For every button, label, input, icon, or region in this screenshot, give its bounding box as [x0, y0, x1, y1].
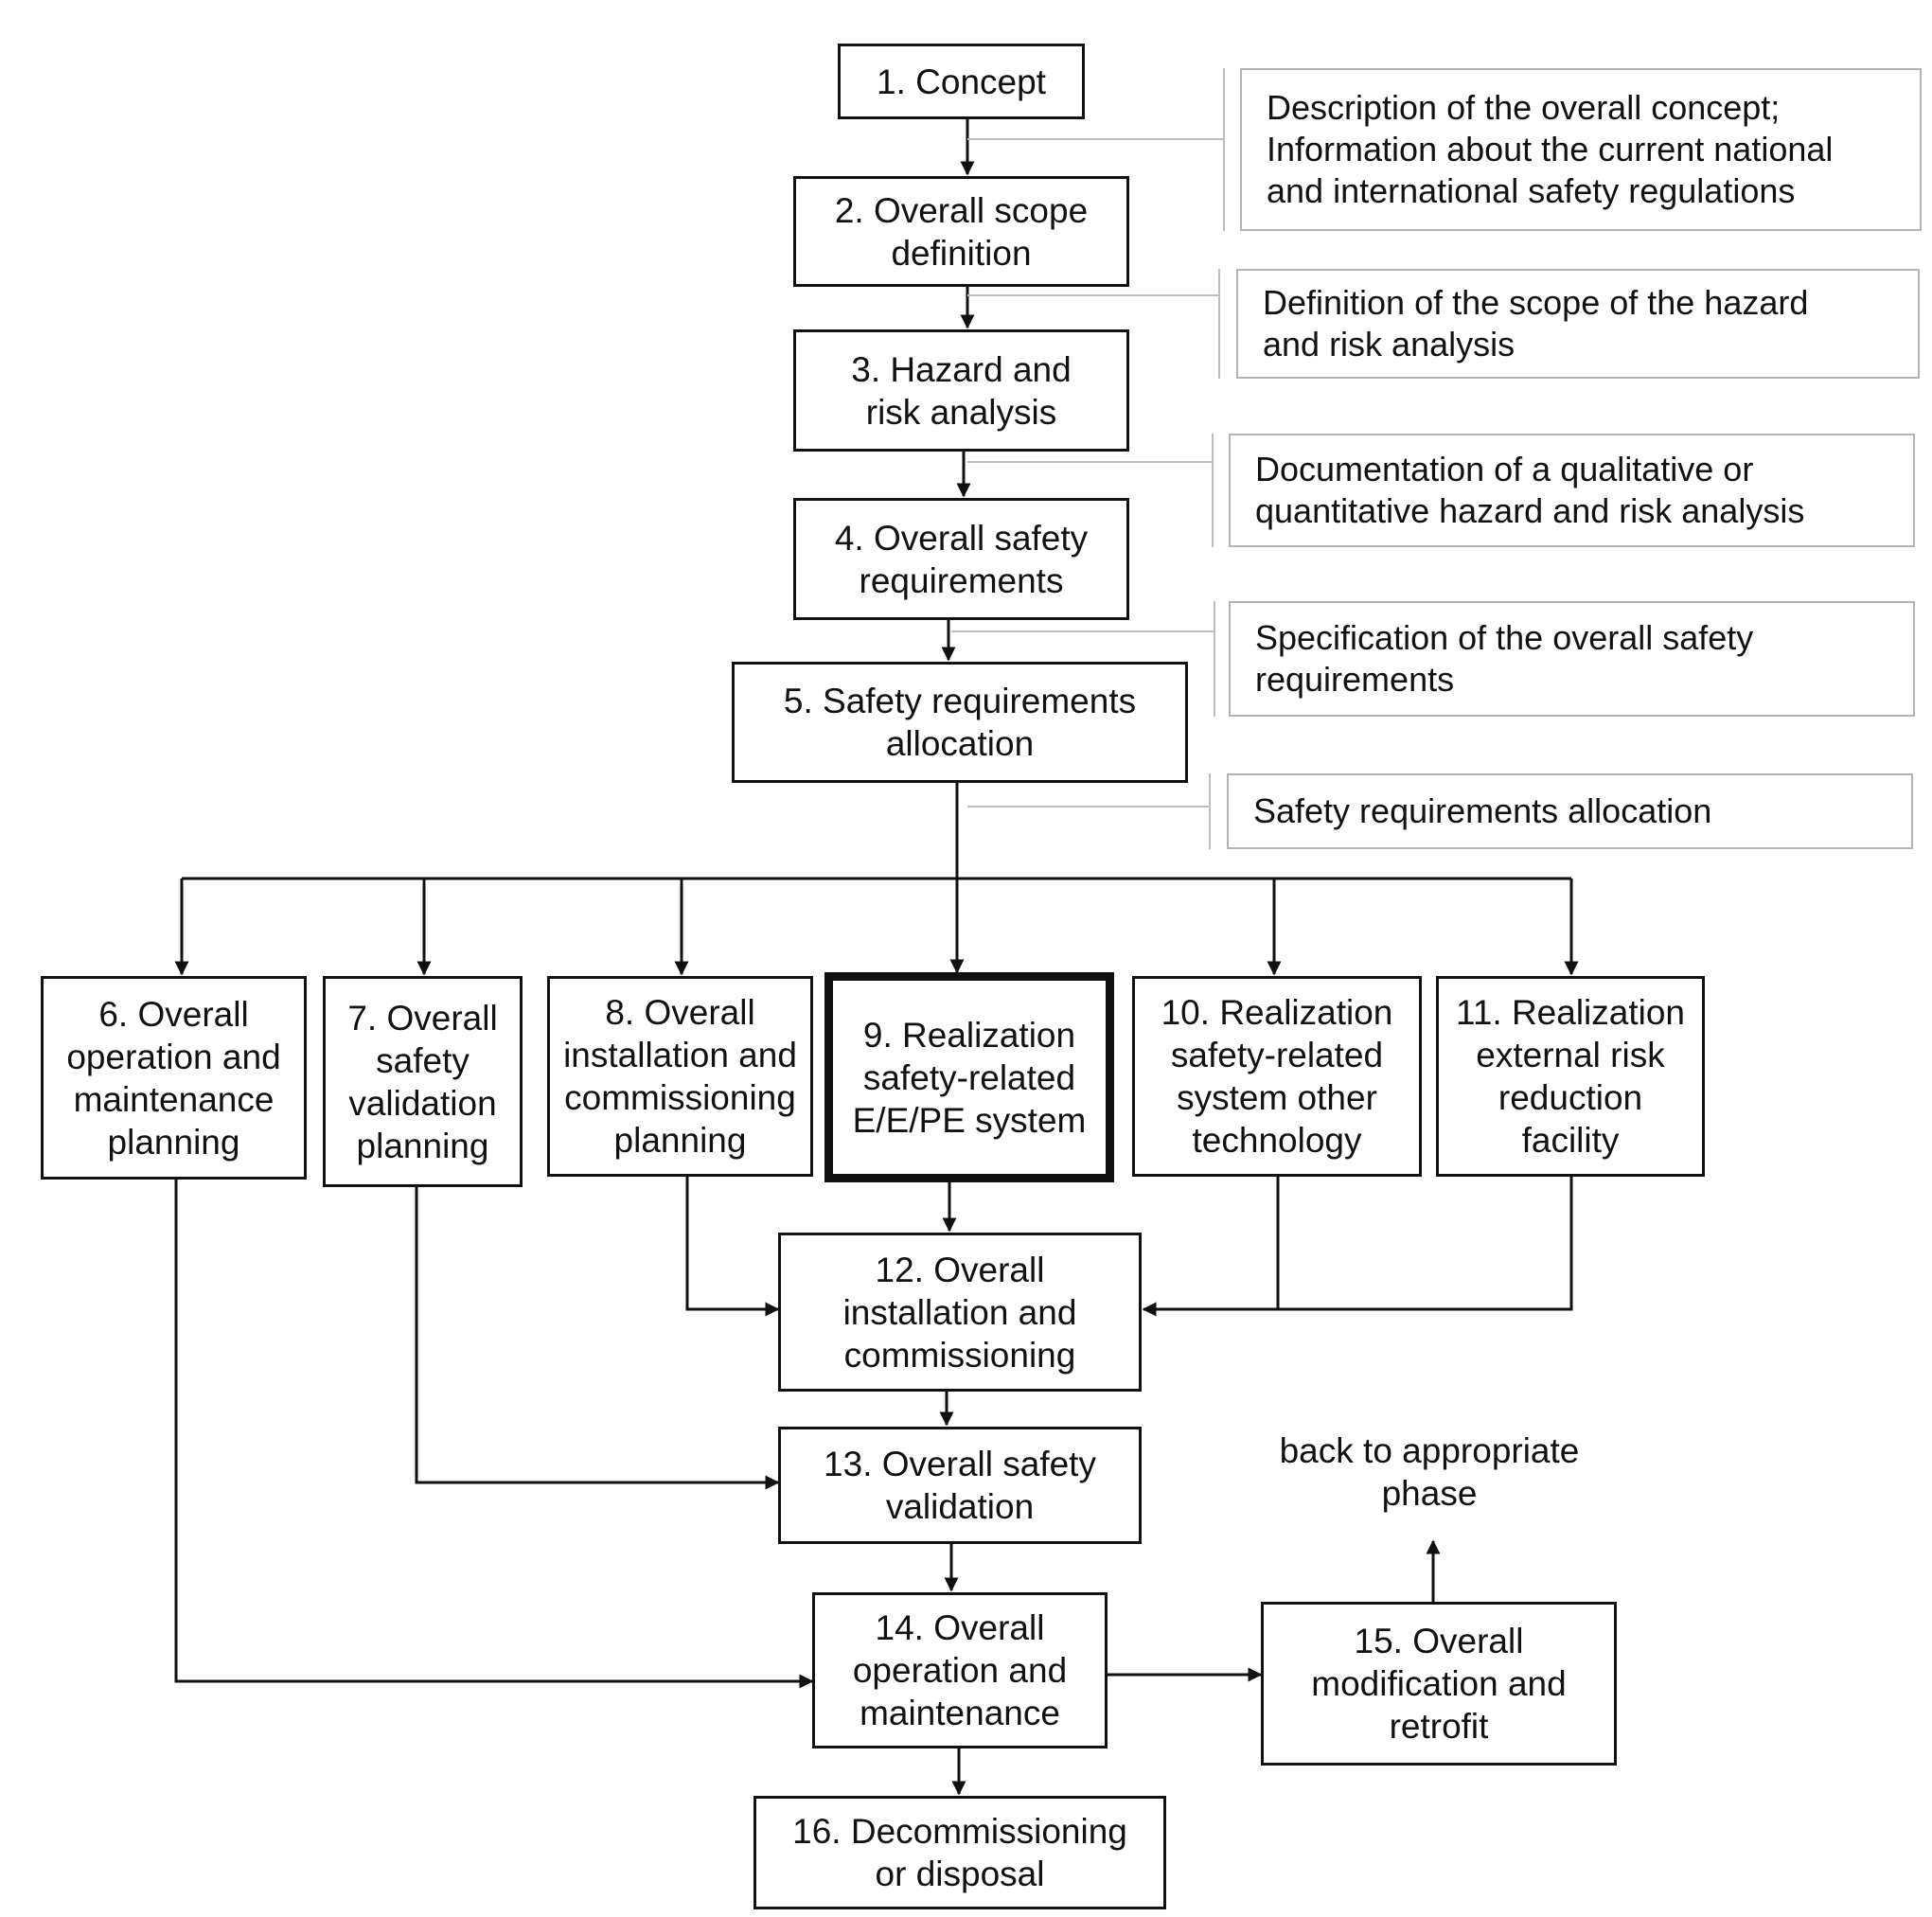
step-13-overall-safety-validation: 13. Overall safety validation — [778, 1427, 1142, 1544]
step-13-overall-safety-validation-line-2: validation — [885, 1487, 1035, 1526]
note-concept-description-line-1: Description of the overall concept; — [1267, 88, 1781, 127]
step-14-operation-and-maintenance-line-3: maintenance — [860, 1694, 1060, 1732]
step-14-operation-and-maintenance-line-2: operation and — [852, 1651, 1068, 1690]
step-11-realization-external-risk-reduction: 11. Realization external risk reduction fac… — [1436, 976, 1705, 1177]
step-15-modification-and-retrofit-line-1: 15. Overall — [1354, 1622, 1524, 1660]
step-16-decommissioning-or-disposal: 16. Decommissioning or disposal — [753, 1796, 1166, 1909]
step-8-installation-commissioning-planning-line-2: installation and — [563, 1036, 797, 1074]
step-6-operation-maintenance-planning-line-2: operation and — [66, 1037, 281, 1076]
step-14-operation-and-maintenance-line-1: 14. Overall — [875, 1608, 1045, 1647]
note-safety-requirements-specification-line-1: Specification of the overall safety — [1255, 618, 1754, 657]
step-9-realization-ee-pe-system-line-1: 9. Realization — [862, 1015, 1076, 1055]
step-7-safety-validation-planning-line-2: safety — [376, 1040, 470, 1080]
step-10-realization-other-technology: 10. Realization safety-related system othe… — [1132, 976, 1422, 1177]
step-15-modification-and-retrofit: 15. Overall modification and retrofit — [1261, 1602, 1617, 1766]
note-bracket-5 — [1209, 773, 1211, 849]
back-to-appropriate-phase-label-line-2: phase — [1381, 1474, 1478, 1513]
note-bracket-2 — [1218, 269, 1220, 379]
step-12-installation-and-commissioning-line-3: commissioning — [843, 1335, 1076, 1375]
step-15-modification-and-retrofit-line-3: retrofit — [1389, 1707, 1489, 1746]
note-hazard-scope-definition-line-1: Definition of the scope of the hazard — [1263, 283, 1809, 322]
step-1-concept-line-1: 1. Concept — [877, 62, 1046, 101]
step-10-realization-other-technology-line-1: 10. Realization — [1161, 993, 1393, 1032]
line-11-to-12 — [1278, 1177, 1573, 1311]
arrow-8-to-12 — [685, 1177, 780, 1317]
note-concept-description-line-2: Information about the current national — [1267, 130, 1834, 169]
step-6-operation-maintenance-planning-line-1: 6. Overall — [98, 994, 249, 1034]
note-bracket-3 — [1212, 434, 1214, 547]
step-7-safety-validation-planning-line-4: planning — [356, 1126, 489, 1165]
step-2-overall-scope-definition-line-1: 2. Overall scope — [834, 190, 1089, 230]
step-9-realization-ee-pe-system-line-3: E/E/PE system — [852, 1100, 1087, 1140]
step-7-safety-validation-planning-line-3: validation — [348, 1083, 497, 1123]
note-bracket-1 — [1223, 68, 1225, 231]
step-16-decommissioning-or-disposal-line-2: or disposal — [875, 1855, 1045, 1893]
step-10-realization-other-technology-line-2: safety-related — [1170, 1036, 1384, 1074]
note-hazard-scope-definition-line-2: and risk analysis — [1263, 325, 1515, 364]
step-5-safety-requirements-allocation-line-2: allocation — [885, 724, 1035, 763]
step-12-installation-and-commissioning-line-1: 12. Overall — [875, 1250, 1045, 1289]
note-bracket-4 — [1214, 601, 1215, 717]
step-4-overall-safety-requirements-line-2: requirements — [859, 560, 1064, 600]
back-to-appropriate-phase-label-line-1: back to appropriate — [1279, 1431, 1580, 1470]
note-safety-requirements-allocation: Safety requirements allocation — [1227, 773, 1913, 849]
step-11-realization-external-risk-reduction-line-1: 11. Realization — [1455, 993, 1686, 1032]
step-2-overall-scope-definition-line-2: definition — [891, 233, 1032, 273]
step-16-decommissioning-or-disposal-line-1: 16. Decommissioning — [792, 1812, 1127, 1851]
arrow-6-to-14 — [174, 1180, 814, 1689]
step-14-operation-and-maintenance: 14. Overall operation and maintenance — [812, 1592, 1108, 1748]
step-13-overall-safety-validation-line-1: 13. Overall safety — [824, 1445, 1096, 1483]
note-concept-description: Description of the overall concept;Infor… — [1240, 68, 1922, 231]
step-11-realization-external-risk-reduction-line-4: facility — [1521, 1121, 1620, 1160]
back-to-appropriate-phase-label: back to appropriate phase — [1231, 1429, 1628, 1515]
note-hazard-risk-documentation-line-1: Documentation of a qualitative or — [1255, 450, 1754, 488]
step-4-overall-safety-requirements-line-1: 4. Overall safety — [834, 518, 1089, 558]
step-15-modification-and-retrofit-line-2: modification and — [1311, 1664, 1567, 1703]
step-8-installation-commissioning-planning-line-3: commissioning — [564, 1078, 796, 1117]
arrow-7-to-13 — [415, 1187, 780, 1490]
note-concept-description-line-3: and international safety regulations — [1267, 171, 1796, 210]
step-9-realization-ee-pe-system-line-2: safety-related — [862, 1057, 1076, 1097]
step-8-installation-commissioning-planning: 8. Overall installation and commissioning p… — [547, 976, 813, 1177]
step-6-operation-maintenance-planning-line-3: maintenance — [73, 1079, 275, 1119]
note-hazard-risk-documentation-line-2: quantitative hazard and risk analysis — [1255, 491, 1805, 530]
step-7-safety-validation-planning-line-1: 7. Overall — [347, 998, 498, 1038]
step-8-installation-commissioning-planning-line-4: planning — [613, 1121, 747, 1160]
step-5-safety-requirements-allocation: 5. Safety requirements allocation — [732, 662, 1188, 783]
note-safety-requirements-allocation-line-1: Safety requirements allocation — [1253, 791, 1712, 830]
step-1-concept: 1. Concept — [838, 44, 1085, 119]
step-11-realization-external-risk-reduction-line-2: external risk — [1476, 1036, 1665, 1074]
note-safety-requirements-specification-line-2: requirements — [1255, 660, 1455, 699]
step-6-operation-maintenance-planning-line-4: planning — [107, 1122, 240, 1162]
step-3-hazard-and-risk-analysis-line-1: 3. Hazard and — [851, 349, 1072, 389]
step-8-installation-commissioning-planning-line-1: 8. Overall — [605, 993, 755, 1032]
step-10-realization-other-technology-line-3: system other — [1177, 1078, 1377, 1117]
step-11-realization-external-risk-reduction-line-3: reduction — [1498, 1078, 1643, 1117]
step-3-hazard-and-risk-analysis-line-2: risk analysis — [865, 392, 1057, 432]
step-12-installation-and-commissioning-line-2: installation and — [842, 1292, 1077, 1332]
step-10-realization-other-technology-line-4: technology — [1192, 1121, 1362, 1160]
step-5-safety-requirements-allocation-line-1: 5. Safety requirements — [783, 682, 1137, 720]
